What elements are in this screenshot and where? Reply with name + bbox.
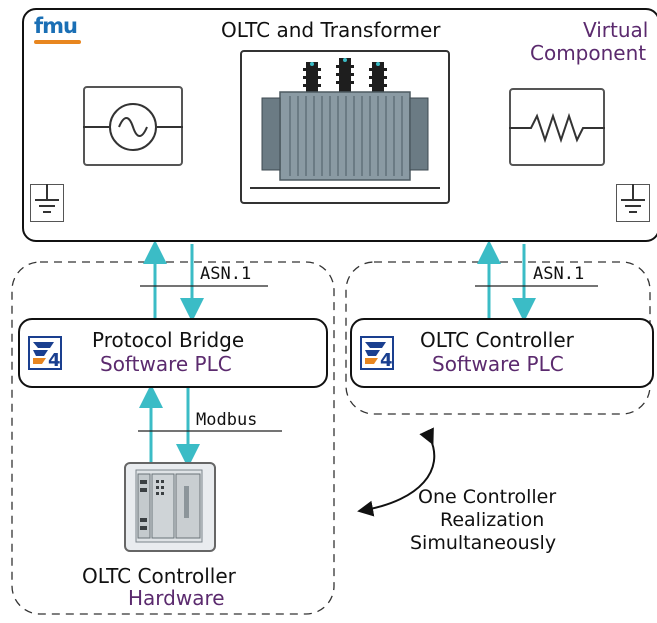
ac-source-icon (83, 86, 183, 166)
virtual-component-title: OLTC and Transformer (221, 18, 441, 42)
plc-hardware-icon[interactable] (124, 462, 216, 552)
hardware-title: OLTC Controller (82, 564, 236, 588)
plc-logo-icon-right: 4 (360, 336, 394, 370)
note-line2: Realization (440, 509, 545, 531)
curved-double-arrow (357, 427, 436, 517)
svg-text:4: 4 (380, 350, 393, 370)
ground-icon-left (30, 184, 64, 222)
asn-label-left: ASN.1 (200, 264, 252, 284)
fmu-logo-underline (34, 40, 81, 44)
oltc-software-title: OLTC Controller (420, 328, 574, 352)
oltc-software-subtitle: Software PLC (432, 352, 564, 376)
virtual-label-line1: Virtual (583, 18, 649, 42)
note-line1: One Controller (418, 486, 557, 508)
protocol-bridge-subtitle: Software PLC (100, 352, 232, 376)
resistor-icon (509, 88, 605, 166)
fmu-logo: fmu (34, 14, 78, 38)
virtual-label-line2: Component (530, 41, 647, 65)
plc-logo-icon-left: 4 (28, 336, 62, 370)
protocol-bridge-box[interactable] (18, 318, 328, 388)
asn-label-right: ASN.1 (533, 264, 585, 284)
oltc-software-box[interactable] (350, 318, 654, 388)
ground-icon-right (616, 184, 650, 222)
hardware-subtitle: Hardware (128, 586, 225, 610)
protocol-bridge-title: Protocol Bridge (92, 328, 245, 352)
transformer-icon (240, 50, 450, 204)
note-line3: Simultaneously (410, 532, 557, 554)
left-group-outline (11, 261, 335, 615)
svg-text:4: 4 (48, 350, 61, 370)
modbus-label: Modbus (196, 410, 258, 430)
